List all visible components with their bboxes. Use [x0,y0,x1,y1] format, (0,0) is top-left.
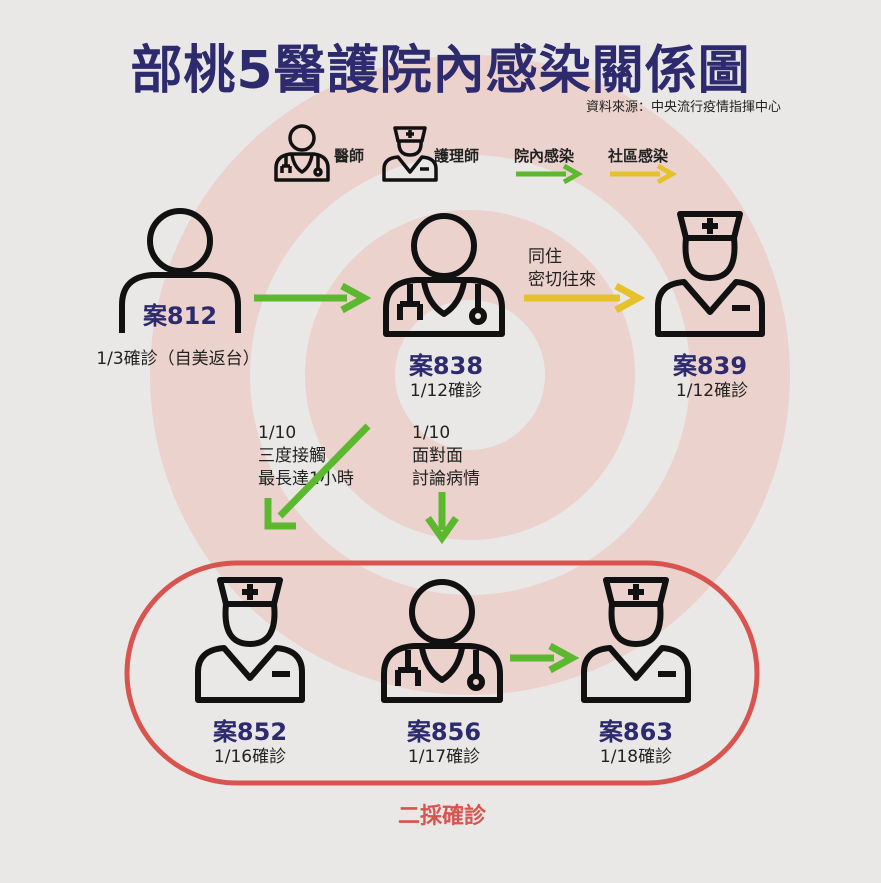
arrow-838-839 [524,282,646,314]
second-test-label: 二採確診 [397,804,486,829]
case-863-date: 1/18確診 [599,747,673,767]
legend-nurse-label: 護理師 [434,147,480,165]
case-839-nurse-icon [655,211,765,337]
case-812-date: 1/3確診（自美返台） [96,349,260,369]
case-852-label: 案852 [212,718,288,746]
case-812-person-icon [119,208,241,333]
page-title: 部桃5醫護院內感染關係圖 [130,41,751,101]
case-852-date: 1/16確診 [213,747,287,767]
case-856-date: 1/17確診 [407,747,481,767]
note-contact-856: 1/10 面對面 討論病情 [412,423,480,489]
source-text: 資料來源：中央流行疫情指揮中心 [585,100,781,115]
case-863-label: 案863 [598,718,674,746]
legend-hospital-arrow [516,163,584,185]
case-838-label: 案838 [408,352,484,380]
case-839-label: 案839 [672,352,748,380]
arrow-812-838 [254,282,372,314]
case-838-date: 1/12確診 [409,381,483,401]
legend-doctor-label: 醫師 [334,147,365,165]
arrow-856-863 [510,642,580,674]
case-812-label: 案812 [142,302,218,330]
legend-community-arrow [610,163,678,185]
legend-hospital-label: 院內感染 [514,147,575,165]
note-contact-852: 1/10 三度接觸 最長達1小時 [258,423,354,489]
case-839-date: 1/12確診 [675,381,749,401]
legend-community-label: 社區感染 [608,147,669,165]
arrow-838-852 [264,423,371,530]
case-856-label: 案856 [406,718,482,746]
note-cohabit: 同住 密切往來 [528,247,596,290]
case-863-nurse-icon [581,577,691,703]
doctor-legend-icon [274,124,330,182]
case-838-doctor-icon [383,213,505,337]
case-852-nurse-icon [195,577,305,703]
arrow-838-856 [425,492,459,545]
second-test-group-outline [124,560,760,786]
case-856-doctor-icon [381,579,503,703]
nurse-legend-icon [382,126,438,182]
